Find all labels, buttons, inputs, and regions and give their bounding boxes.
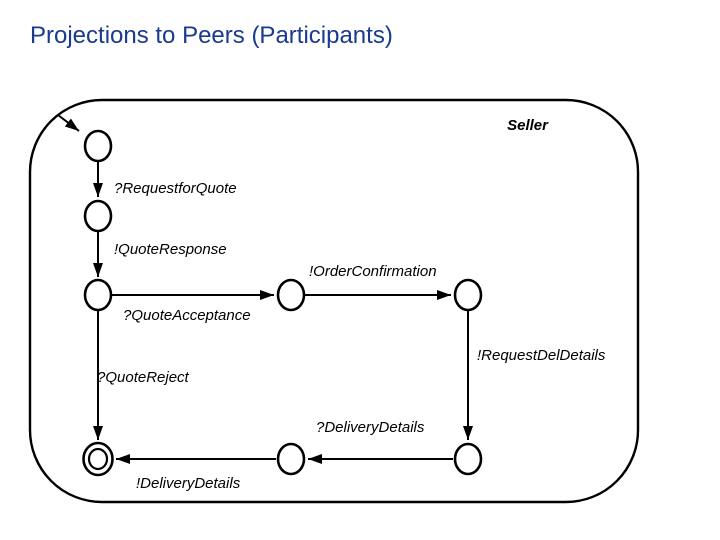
seller-pool-label: Seller: [507, 117, 549, 134]
initial-pointer-arrow: [57, 114, 80, 132]
seller-pool-boundary: [28, 98, 640, 504]
transition-label-requestdeldetails: !RequestDelDetails: [477, 347, 606, 364]
state-q5: [453, 442, 483, 476]
transition-label-quotereject: ?QuoteReject: [97, 369, 190, 386]
state-end-final: [82, 441, 114, 477]
state-q3: [276, 278, 306, 312]
state-start: [83, 129, 113, 163]
transition-label-deliverydetails-in: ?DeliveryDetails: [316, 419, 425, 436]
state-q2: [83, 278, 113, 312]
state-end-inner-ring: [87, 447, 109, 471]
transition-label-quoteresponse: !QuoteResponse: [114, 241, 227, 258]
transition-label-deliverydetails-out: !DeliveryDetails: [136, 475, 241, 492]
state-q4: [453, 278, 483, 312]
transition-label-orderconfirmation: !OrderConfirmation: [309, 263, 437, 280]
transition-label-requestforquote: ?RequestforQuote: [114, 180, 237, 197]
state-q6: [276, 442, 306, 476]
transition-label-quoteacceptance: ?QuoteAcceptance: [123, 307, 251, 324]
slide-title: Projections to Peers (Participants): [30, 22, 393, 49]
state-q1: [83, 199, 113, 233]
